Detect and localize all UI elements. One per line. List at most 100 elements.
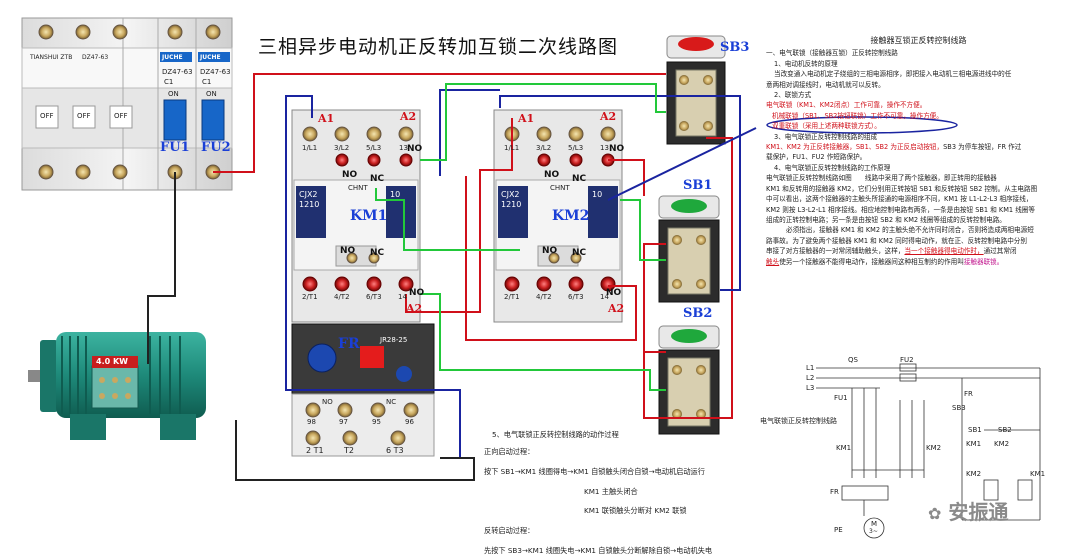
km2-a2-label: A2 bbox=[600, 110, 617, 123]
explanation-line: 意两相对调接线时，电动机就可以反转。 bbox=[766, 80, 885, 89]
watermark: ✿ 安振通 bbox=[928, 496, 1008, 525]
explanation-line: 必须指出，接触器 KM1 和 KM2 的主触头绝不允许同时闭合，否则将造成两相电… bbox=[786, 226, 1034, 235]
schematic-km1b: KM1 bbox=[966, 440, 982, 448]
km2-nc-bottom: NC bbox=[572, 248, 587, 258]
km2-no-aux: NO bbox=[544, 170, 560, 180]
km1-brand: CHNT bbox=[348, 184, 368, 192]
explanation-line: 一、电气联锁（接触器互锁）正反转控制线路 bbox=[766, 49, 898, 58]
fr-term-98: 98 bbox=[307, 418, 316, 426]
schematic-fu2: FU2 bbox=[900, 356, 914, 364]
km1-top-screws bbox=[302, 126, 414, 167]
fr-knob bbox=[396, 366, 412, 382]
motor-terminals bbox=[99, 377, 131, 399]
explanation-line: 1、电动机反转的原理 bbox=[774, 59, 838, 68]
schematic-drawing bbox=[816, 363, 1041, 539]
wire-red-km1-a2 bbox=[405, 118, 513, 313]
km1-aux-window bbox=[386, 186, 416, 238]
wire-black-fr-out bbox=[235, 420, 475, 481]
breaker-on-label: ON bbox=[206, 90, 217, 98]
explanation-span: SB3 为停车按钮，FR 作过 bbox=[943, 143, 1022, 152]
explanation-heading: 接触器互锁正反转控制线路 bbox=[870, 36, 967, 45]
motor-power-badge bbox=[92, 356, 138, 368]
fr-term-t2: T2 bbox=[344, 446, 354, 455]
schematic-km1: KM1 bbox=[836, 444, 852, 452]
fr-reset-button bbox=[360, 346, 384, 368]
schematic-qs: QS bbox=[848, 356, 858, 364]
fr-nc-label: NC bbox=[386, 398, 397, 406]
motor-power-label: 4.0 KW bbox=[96, 357, 128, 366]
label-fr: FR bbox=[338, 336, 360, 352]
pushbutton-sb1 bbox=[658, 195, 720, 303]
km1-no-bottom: NO bbox=[340, 246, 356, 256]
motor-fins bbox=[61, 336, 181, 414]
explanation-span: 通过其常闭 bbox=[983, 247, 1017, 256]
fr-term-95: 95 bbox=[372, 418, 381, 426]
contactor-km1-body bbox=[291, 109, 421, 323]
wire-blue-fr bbox=[285, 172, 461, 458]
wire-blue-pointer bbox=[607, 127, 757, 201]
breaker-off-label: OFF bbox=[114, 112, 128, 120]
label-fu2: FU2 bbox=[201, 140, 231, 155]
label-km2: KM2 bbox=[552, 208, 590, 224]
breaker-rating-2: C1 bbox=[202, 78, 212, 86]
schematic-km2c: KM2 bbox=[966, 470, 982, 478]
km1-term-top-4: 13 bbox=[399, 144, 408, 152]
km2-a2-bottom: A2 bbox=[608, 302, 625, 315]
wire-green-km1-sb2 bbox=[420, 293, 666, 391]
km1-bottom-screws bbox=[302, 252, 414, 292]
km2-model-2: 1210 bbox=[501, 200, 522, 209]
explanation-text: 接触器互锁正反转控制线路 一、电气联锁（接触器互锁）正反转控制线路 1、电动机反… bbox=[766, 36, 1071, 267]
wire-red-km2-coil bbox=[465, 176, 637, 341]
fr-model: JR28-25 bbox=[380, 336, 408, 344]
km1-coil-window bbox=[296, 186, 326, 238]
fr-screws bbox=[305, 402, 419, 446]
km2-no-14: NO bbox=[606, 288, 622, 298]
label-fu1: FU1 bbox=[160, 140, 190, 155]
breaker-top-screws bbox=[38, 24, 221, 40]
km1-ten: 10 bbox=[390, 190, 401, 199]
schematic-km1c: KM1 bbox=[1030, 470, 1046, 478]
explanation-line: 双重联锁（采用上述两种联锁方式）。 bbox=[772, 122, 881, 131]
km2-term-bot-1: 2/T1 bbox=[504, 293, 520, 301]
process-step: 先按下 SB3→KM1 线圈失电→KM1 自锁触头分断解除自锁→电动机失电 bbox=[484, 546, 713, 555]
breaker-bottom-screws bbox=[38, 164, 221, 180]
breaker-face bbox=[21, 47, 233, 89]
wire-red-sb3-sb2 bbox=[643, 137, 733, 419]
km1-model-1: CJX2 bbox=[299, 190, 318, 199]
process-reverse: 反转启动过程： bbox=[484, 526, 535, 535]
km2-nc-aux: NC bbox=[572, 174, 587, 184]
watermark-icon: ✿ bbox=[928, 504, 942, 523]
km1-nc-aux: NC bbox=[370, 174, 385, 184]
km2-term-bot-3: 6/T3 bbox=[568, 293, 584, 301]
schematic-pe: PE bbox=[834, 526, 843, 534]
explanation-line: 电气联锁正反转控制线路如图 线路中采用了两个接触器，即正转用的接触器 bbox=[766, 174, 997, 183]
km2-a1-label: A1 bbox=[518, 112, 535, 125]
fr-term-t3: 6 T3 bbox=[386, 446, 404, 455]
explanation-line: KM2 则按 L3-L2-L1 相序接线。相应地控制电路有两条，一条是由按钮 S… bbox=[766, 205, 1035, 214]
wire-green-km1-sb3 bbox=[420, 83, 666, 161]
km1-a1-label: A1 bbox=[318, 112, 335, 125]
motor-foot bbox=[70, 414, 106, 440]
wire-red-fu2-sb3 bbox=[213, 73, 666, 173]
wires bbox=[147, 73, 757, 481]
juche-badge bbox=[160, 52, 192, 62]
wire-blue-a1-km1 bbox=[285, 95, 313, 172]
highlight-ellipse bbox=[766, 116, 958, 134]
schematic-fu1: FU1 bbox=[834, 394, 848, 402]
km2-ten: 10 bbox=[592, 190, 603, 199]
breaker-rating-1: C1 bbox=[164, 78, 174, 86]
process-text: 5、电气联锁正反转控制线路的动作过程 正向启动过程： 按下 SB1→KM1 线圈… bbox=[484, 428, 712, 560]
fr-dial bbox=[307, 343, 337, 373]
km2-term-top-3: 5/L3 bbox=[568, 144, 584, 152]
schematic-m3: 3~ bbox=[869, 528, 878, 535]
label-sb3: SB3 bbox=[720, 40, 750, 55]
circuit-breakers bbox=[21, 17, 233, 191]
km1-term-top-2: 3/L2 bbox=[334, 144, 350, 152]
thermal-relay-fr bbox=[291, 323, 435, 457]
explanation-line: 3、电气联锁正反转控制线路的组成 bbox=[774, 132, 878, 141]
km1-term-top-3: 5/L3 bbox=[366, 144, 382, 152]
process-forward: 正向启动过程： bbox=[484, 447, 535, 456]
fr-term-97: 97 bbox=[339, 418, 348, 426]
km2-no-top: NO bbox=[609, 144, 625, 154]
